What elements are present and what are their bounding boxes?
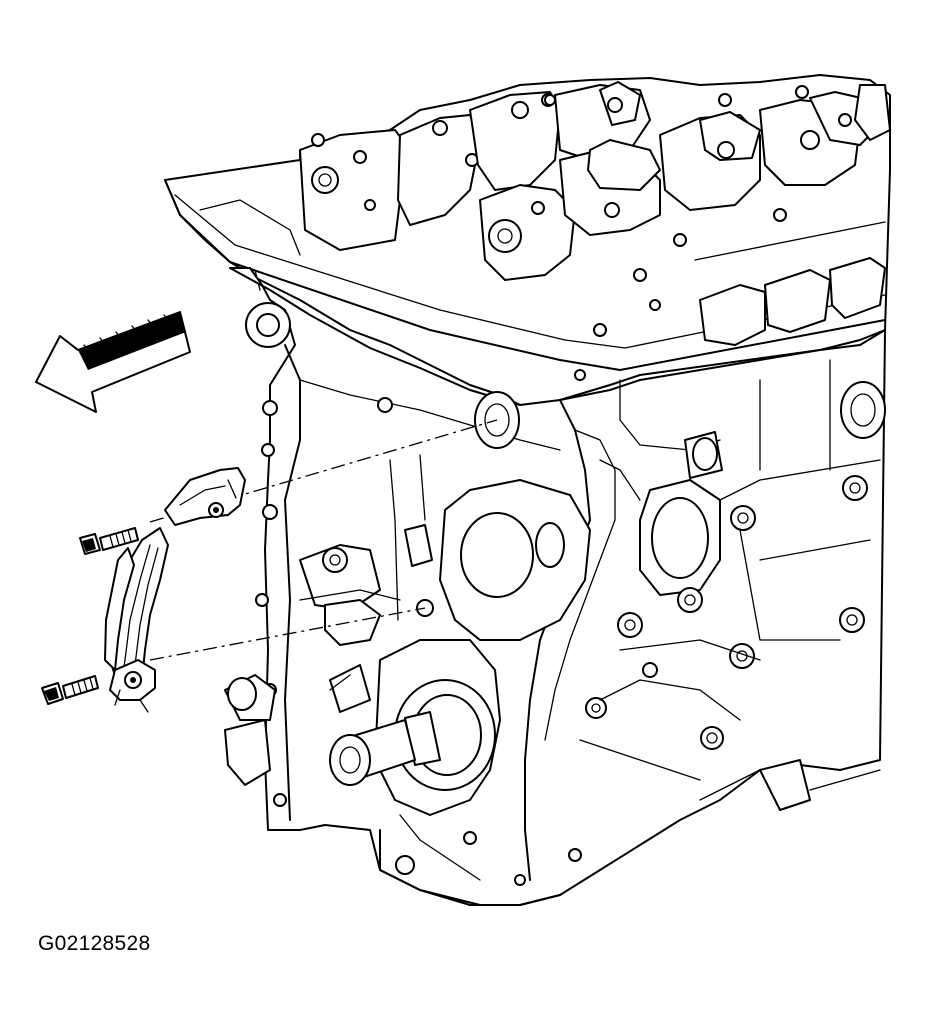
figure-code: G02128528: [38, 932, 151, 955]
upper-bolt-icon: [79, 527, 139, 555]
timing-chain-guide: [104, 467, 246, 713]
engine-block-front-view: [164, 74, 891, 906]
direction-arrow-icon: [35, 311, 191, 413]
lower-bolt-icon: [41, 675, 99, 705]
